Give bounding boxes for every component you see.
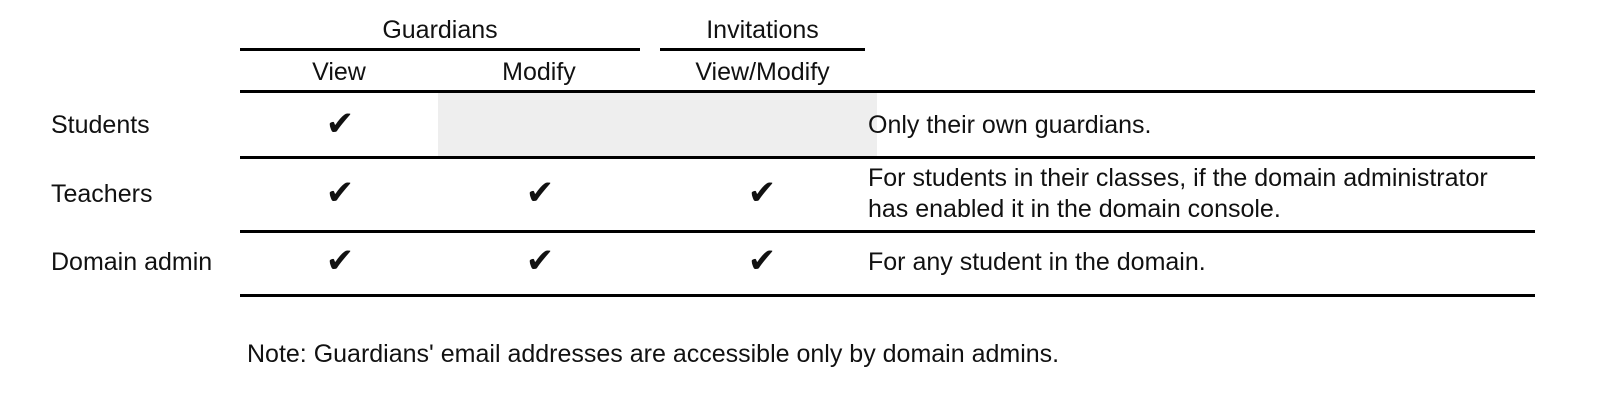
description-line: has enabled it in the domain console. — [868, 195, 1281, 223]
rule-under-teachers-row — [240, 230, 1535, 233]
checkmark-icon-teachers-guardians-modify: ✔ — [525, 173, 555, 213]
column-header-view-modify: View/Modify — [695, 58, 830, 86]
column-group-header-guardians: Guardians — [382, 16, 498, 44]
disabled-cell-students-modify — [438, 93, 877, 156]
rule-under-domain-admin-row — [240, 294, 1535, 297]
checkmark-icon-students-guardians-view: ✔ — [325, 104, 355, 144]
rule-under-column-headers — [240, 90, 1535, 93]
column-header-modify: Modify — [502, 58, 576, 86]
checkmark-icon-teachers-invitations: ✔ — [747, 173, 777, 213]
checkmark-icon-domain-admin-guardians-view: ✔ — [325, 241, 355, 281]
checkmark-icon-teachers-guardians-view: ✔ — [325, 173, 355, 213]
column-group-header-invitations: Invitations — [706, 16, 819, 44]
description-line: For any student in the domain. — [868, 248, 1206, 276]
column-header-view: View — [312, 58, 366, 86]
rule-under-invitations-group — [660, 48, 865, 51]
row-header-domain-admin: Domain admin — [51, 248, 213, 276]
row-header-students: Students — [51, 111, 150, 139]
rule-under-guardians-group — [240, 48, 640, 51]
table-footnote: Note: Guardians' email addresses are acc… — [247, 340, 1060, 368]
description-cell-teachers: For students in their classes, if the do… — [868, 163, 1528, 225]
description-line: For students in their classes, if the do… — [868, 164, 1488, 192]
description-cell-students: Only their own guardians. — [868, 110, 1528, 141]
description-line: Only their own guardians. — [868, 111, 1152, 139]
description-cell-domain-admin: For any student in the domain. — [868, 247, 1528, 278]
rule-under-students-row — [240, 156, 1535, 159]
checkmark-icon-domain-admin-guardians-modify: ✔ — [525, 241, 555, 281]
checkmark-icon-domain-admin-invitations: ✔ — [747, 241, 777, 281]
row-header-teachers: Teachers — [51, 180, 153, 208]
